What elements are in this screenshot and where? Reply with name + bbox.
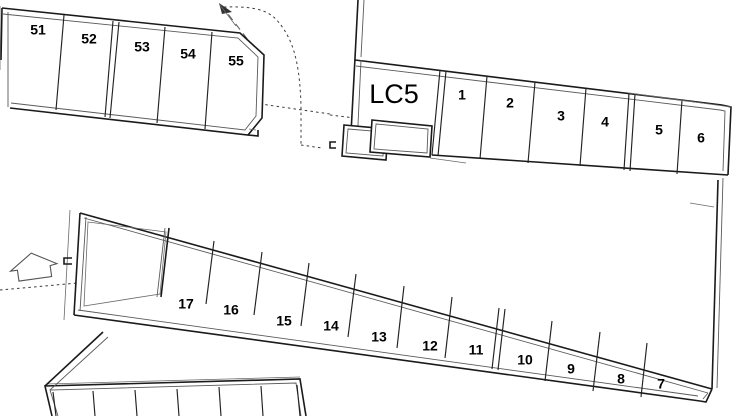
unit-label-4: 4 [601,114,609,130]
block-south [63,177,724,403]
walkway-dotted-path [0,6,356,291]
block-label-lc5: LC5 [369,79,419,109]
unit-label-12: 12 [422,338,438,354]
unit-label-14: 14 [323,318,339,334]
unit-label-6: 6 [697,130,705,146]
unit-label-7: 7 [657,376,665,392]
unit-label-13: 13 [371,329,387,345]
unit-label-51: 51 [30,22,46,38]
unit-label-3: 3 [557,108,565,124]
unit-label-54: 54 [180,46,196,62]
block-south-west-partial [43,331,307,416]
unit-label-16: 16 [223,302,239,318]
north-arrow-icon [8,252,59,282]
unit-label-10: 10 [517,352,533,368]
unit-label-15: 15 [276,313,292,329]
block-lc5 [329,0,732,176]
unit-label-55: 55 [228,53,244,69]
unit-label-52: 52 [81,31,97,47]
unit-label-8: 8 [617,371,625,387]
unit-label-2: 2 [506,95,514,111]
unit-label-17: 17 [178,296,194,312]
unit-label-9: 9 [567,361,575,377]
unit-label-5: 5 [655,122,663,138]
unit-label-11: 11 [469,342,484,358]
unit-label-1: 1 [458,87,466,103]
unit-label-53: 53 [134,39,150,55]
block-north-west [0,6,265,137]
